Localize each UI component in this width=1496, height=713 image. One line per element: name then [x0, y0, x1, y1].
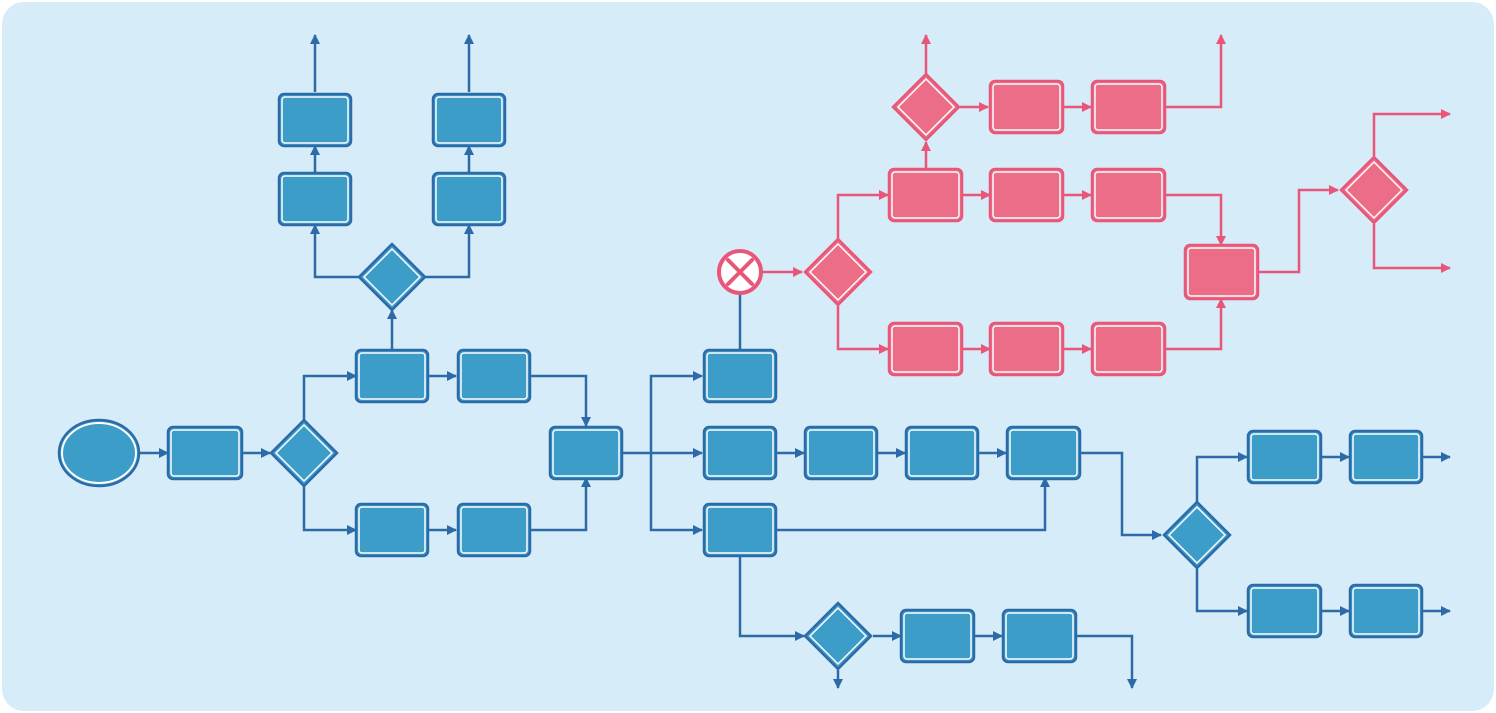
process-box[interactable] [702, 502, 778, 558]
process-box[interactable] [456, 348, 532, 404]
process-box[interactable] [899, 608, 976, 664]
decision-diamond[interactable] [1162, 500, 1232, 570]
pink-connectors [762, 34, 1451, 354]
process-box[interactable] [887, 167, 964, 223]
blue-process-boxes [166, 92, 1424, 664]
blue-decisions [269, 242, 1232, 671]
process-box[interactable] [904, 425, 980, 481]
process-box[interactable] [1246, 429, 1323, 485]
cancel-icon[interactable] [717, 249, 763, 295]
decision-diamond[interactable] [1339, 155, 1409, 225]
process-box[interactable] [431, 92, 507, 148]
process-box[interactable] [803, 425, 879, 481]
process-box[interactable] [456, 502, 532, 558]
process-box[interactable] [887, 321, 964, 377]
decision-diamond[interactable] [891, 72, 961, 142]
pink-decision-outlines [808, 77, 1404, 302]
blue-decision-outlines [274, 247, 1227, 666]
process-box[interactable] [1348, 429, 1424, 485]
process-box[interactable] [354, 502, 430, 558]
process-box[interactable] [277, 171, 353, 227]
process-box[interactable] [1090, 79, 1167, 135]
process-box[interactable] [1183, 243, 1260, 301]
pink-box-outlines [891, 83, 1256, 373]
process-box[interactable] [702, 425, 778, 481]
process-box[interactable] [988, 321, 1065, 377]
blue-connectors [140, 34, 1451, 689]
process-box[interactable] [1246, 583, 1323, 639]
process-box[interactable] [1090, 321, 1167, 377]
process-box[interactable] [548, 425, 624, 481]
decision-diamond[interactable] [803, 237, 873, 307]
process-box[interactable] [277, 92, 353, 148]
decision-diamond[interactable] [357, 242, 427, 312]
process-box[interactable] [988, 79, 1065, 135]
decision-diamond[interactable] [269, 418, 339, 488]
start-node[interactable] [57, 418, 141, 488]
process-box[interactable] [431, 171, 507, 227]
process-box[interactable] [1001, 608, 1078, 664]
pink-decisions [803, 72, 1409, 307]
pink-process-boxes [887, 79, 1260, 377]
blue-box-outlines [170, 96, 1420, 660]
process-box[interactable] [702, 348, 778, 404]
process-box[interactable] [988, 167, 1065, 223]
process-box[interactable] [354, 348, 430, 404]
start-node-outline [61, 422, 137, 484]
process-box[interactable] [1348, 583, 1424, 639]
process-box[interactable] [1005, 425, 1082, 481]
decision-diamond[interactable] [803, 601, 873, 671]
process-box[interactable] [1090, 167, 1167, 223]
process-box[interactable] [166, 425, 244, 481]
